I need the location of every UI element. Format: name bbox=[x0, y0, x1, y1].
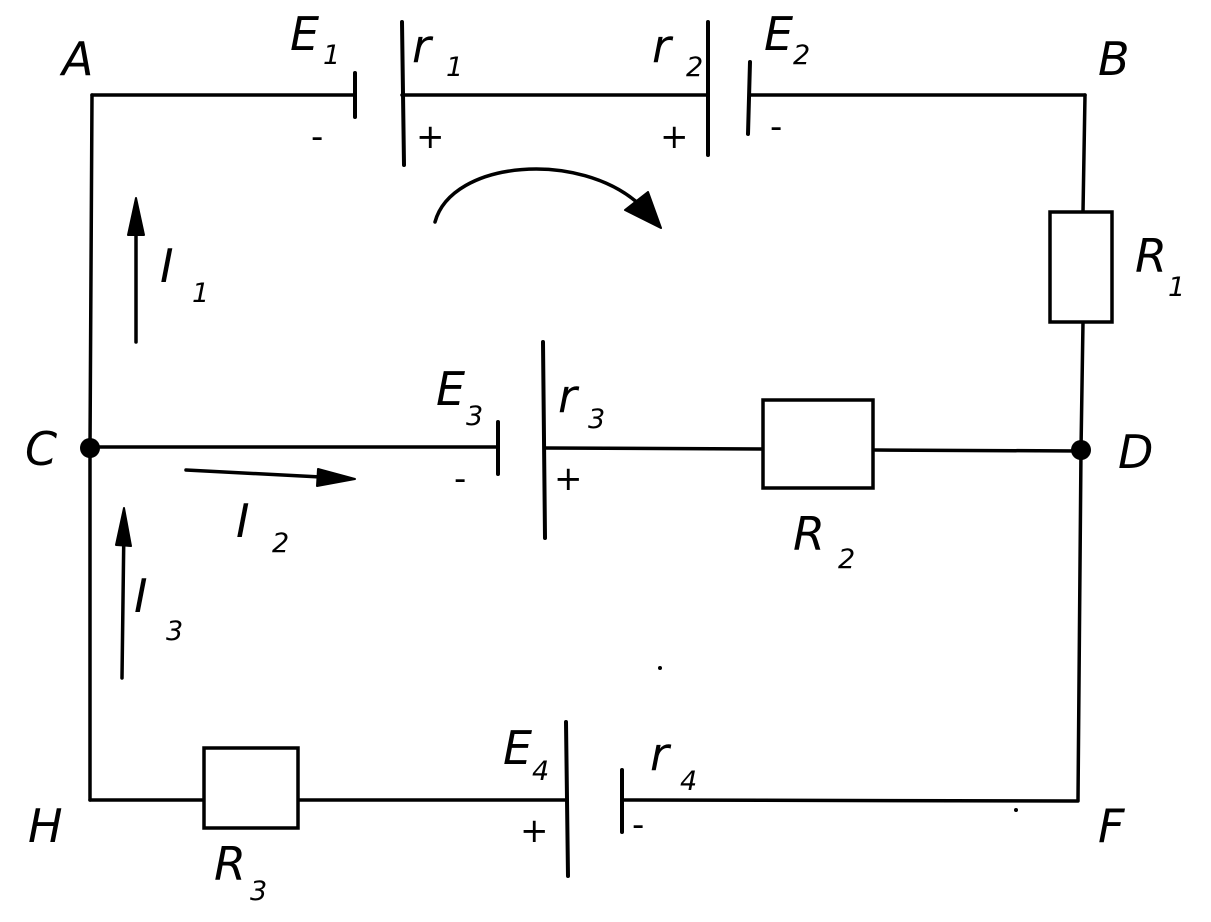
node-c-dot bbox=[80, 438, 100, 458]
stray-dot bbox=[1014, 808, 1018, 812]
e1-emf-index: 1 bbox=[323, 40, 340, 71]
e2-negative-plate bbox=[746, 60, 752, 136]
wire-r2-d bbox=[873, 448, 1083, 453]
r3-index: 3 bbox=[250, 876, 267, 907]
loop-arrow-head bbox=[624, 191, 662, 229]
e3-plus-sign: + bbox=[554, 459, 583, 499]
r1-index: 1 bbox=[1168, 272, 1185, 303]
i3-arrow-head bbox=[115, 507, 132, 547]
e1-plus-sign: + bbox=[416, 117, 445, 157]
wire-b-r1 bbox=[1081, 93, 1087, 214]
wire-a-c bbox=[88, 93, 94, 450]
i1-label: I bbox=[160, 239, 174, 293]
stray-dot bbox=[658, 666, 662, 670]
e2-resistance-index: 2 bbox=[686, 52, 703, 83]
e1-resistance-index: 1 bbox=[446, 52, 463, 83]
i2-index: 2 bbox=[272, 528, 289, 559]
e1-resistance-label: r bbox=[412, 19, 434, 73]
i3-index: 3 bbox=[166, 616, 183, 647]
e3-resistance-label: r bbox=[558, 369, 580, 423]
i2-arrow-shaft bbox=[184, 468, 342, 480]
r3-label: R bbox=[214, 837, 246, 891]
r3-body bbox=[202, 746, 300, 830]
e1-minus-sign: - bbox=[311, 117, 323, 157]
e2-emf-index: 2 bbox=[793, 40, 810, 71]
e2-emf-label: E bbox=[764, 7, 793, 61]
i2-label: I bbox=[236, 494, 250, 548]
e2-plus-sign: + bbox=[660, 117, 689, 157]
wire-r1-d bbox=[1079, 320, 1085, 452]
i1-index: 1 bbox=[192, 278, 209, 309]
e1-positive-plate bbox=[400, 20, 406, 167]
i2-arrow-head bbox=[316, 468, 356, 487]
wire-d-f bbox=[1076, 448, 1083, 802]
loop-direction-arrow bbox=[433, 167, 662, 229]
e3-emf-label: E bbox=[436, 362, 465, 416]
e3-positive-plate bbox=[541, 340, 547, 540]
e1-emf-label: E bbox=[290, 7, 319, 61]
node-f-label: F bbox=[1098, 799, 1125, 853]
i3-arrow-shaft bbox=[120, 520, 126, 680]
wire-e3-r2 bbox=[543, 446, 765, 451]
resistor-r3: R 3 bbox=[202, 746, 300, 907]
r2-label: R bbox=[793, 507, 825, 561]
wires bbox=[88, 93, 1087, 803]
node-d-dot bbox=[1071, 440, 1091, 460]
e4-emf-label: E bbox=[503, 721, 532, 775]
node-h-label: H bbox=[28, 799, 63, 853]
r2-body bbox=[761, 398, 875, 490]
resistor-r1: R 1 bbox=[1048, 210, 1185, 324]
e4-resistance-index: 4 bbox=[680, 766, 697, 797]
source-e3: E 3 r 3 - + bbox=[436, 340, 605, 540]
node-a-label: A bbox=[59, 32, 93, 86]
e3-resistance-index: 3 bbox=[588, 404, 605, 435]
resistor-r2: R 2 bbox=[761, 398, 875, 575]
source-e1: E 1 r 1 - + bbox=[290, 7, 463, 167]
e2-minus-sign: - bbox=[770, 107, 782, 147]
current-i1: I 1 bbox=[127, 197, 209, 344]
current-i3: I 3 bbox=[115, 507, 183, 680]
current-i2: I 2 bbox=[184, 468, 356, 559]
loop-arc bbox=[433, 167, 642, 224]
node-c-label: C bbox=[25, 422, 57, 476]
e2-resistance-label: r bbox=[652, 19, 674, 73]
source-e4: E 4 r 4 + - bbox=[503, 720, 697, 878]
wire-e4-f bbox=[620, 798, 1080, 803]
e3-emf-index: 3 bbox=[466, 401, 483, 432]
e4-minus-sign: - bbox=[632, 805, 644, 845]
i1-arrow-head bbox=[127, 197, 145, 236]
e4-resistance-label: r bbox=[650, 727, 672, 781]
e4-emf-index: 4 bbox=[532, 756, 549, 787]
r1-label: R bbox=[1135, 229, 1167, 283]
r1-body bbox=[1048, 210, 1114, 324]
r2-index: 2 bbox=[838, 544, 855, 575]
node-d-label: D bbox=[1118, 425, 1153, 479]
node-b-label: B bbox=[1098, 32, 1130, 86]
source-e2: r 2 E 2 + - bbox=[652, 7, 810, 157]
i3-label: I bbox=[134, 569, 148, 623]
e4-positive-plate bbox=[564, 720, 570, 878]
e3-minus-sign: - bbox=[454, 459, 466, 499]
e4-plus-sign: + bbox=[520, 811, 549, 851]
